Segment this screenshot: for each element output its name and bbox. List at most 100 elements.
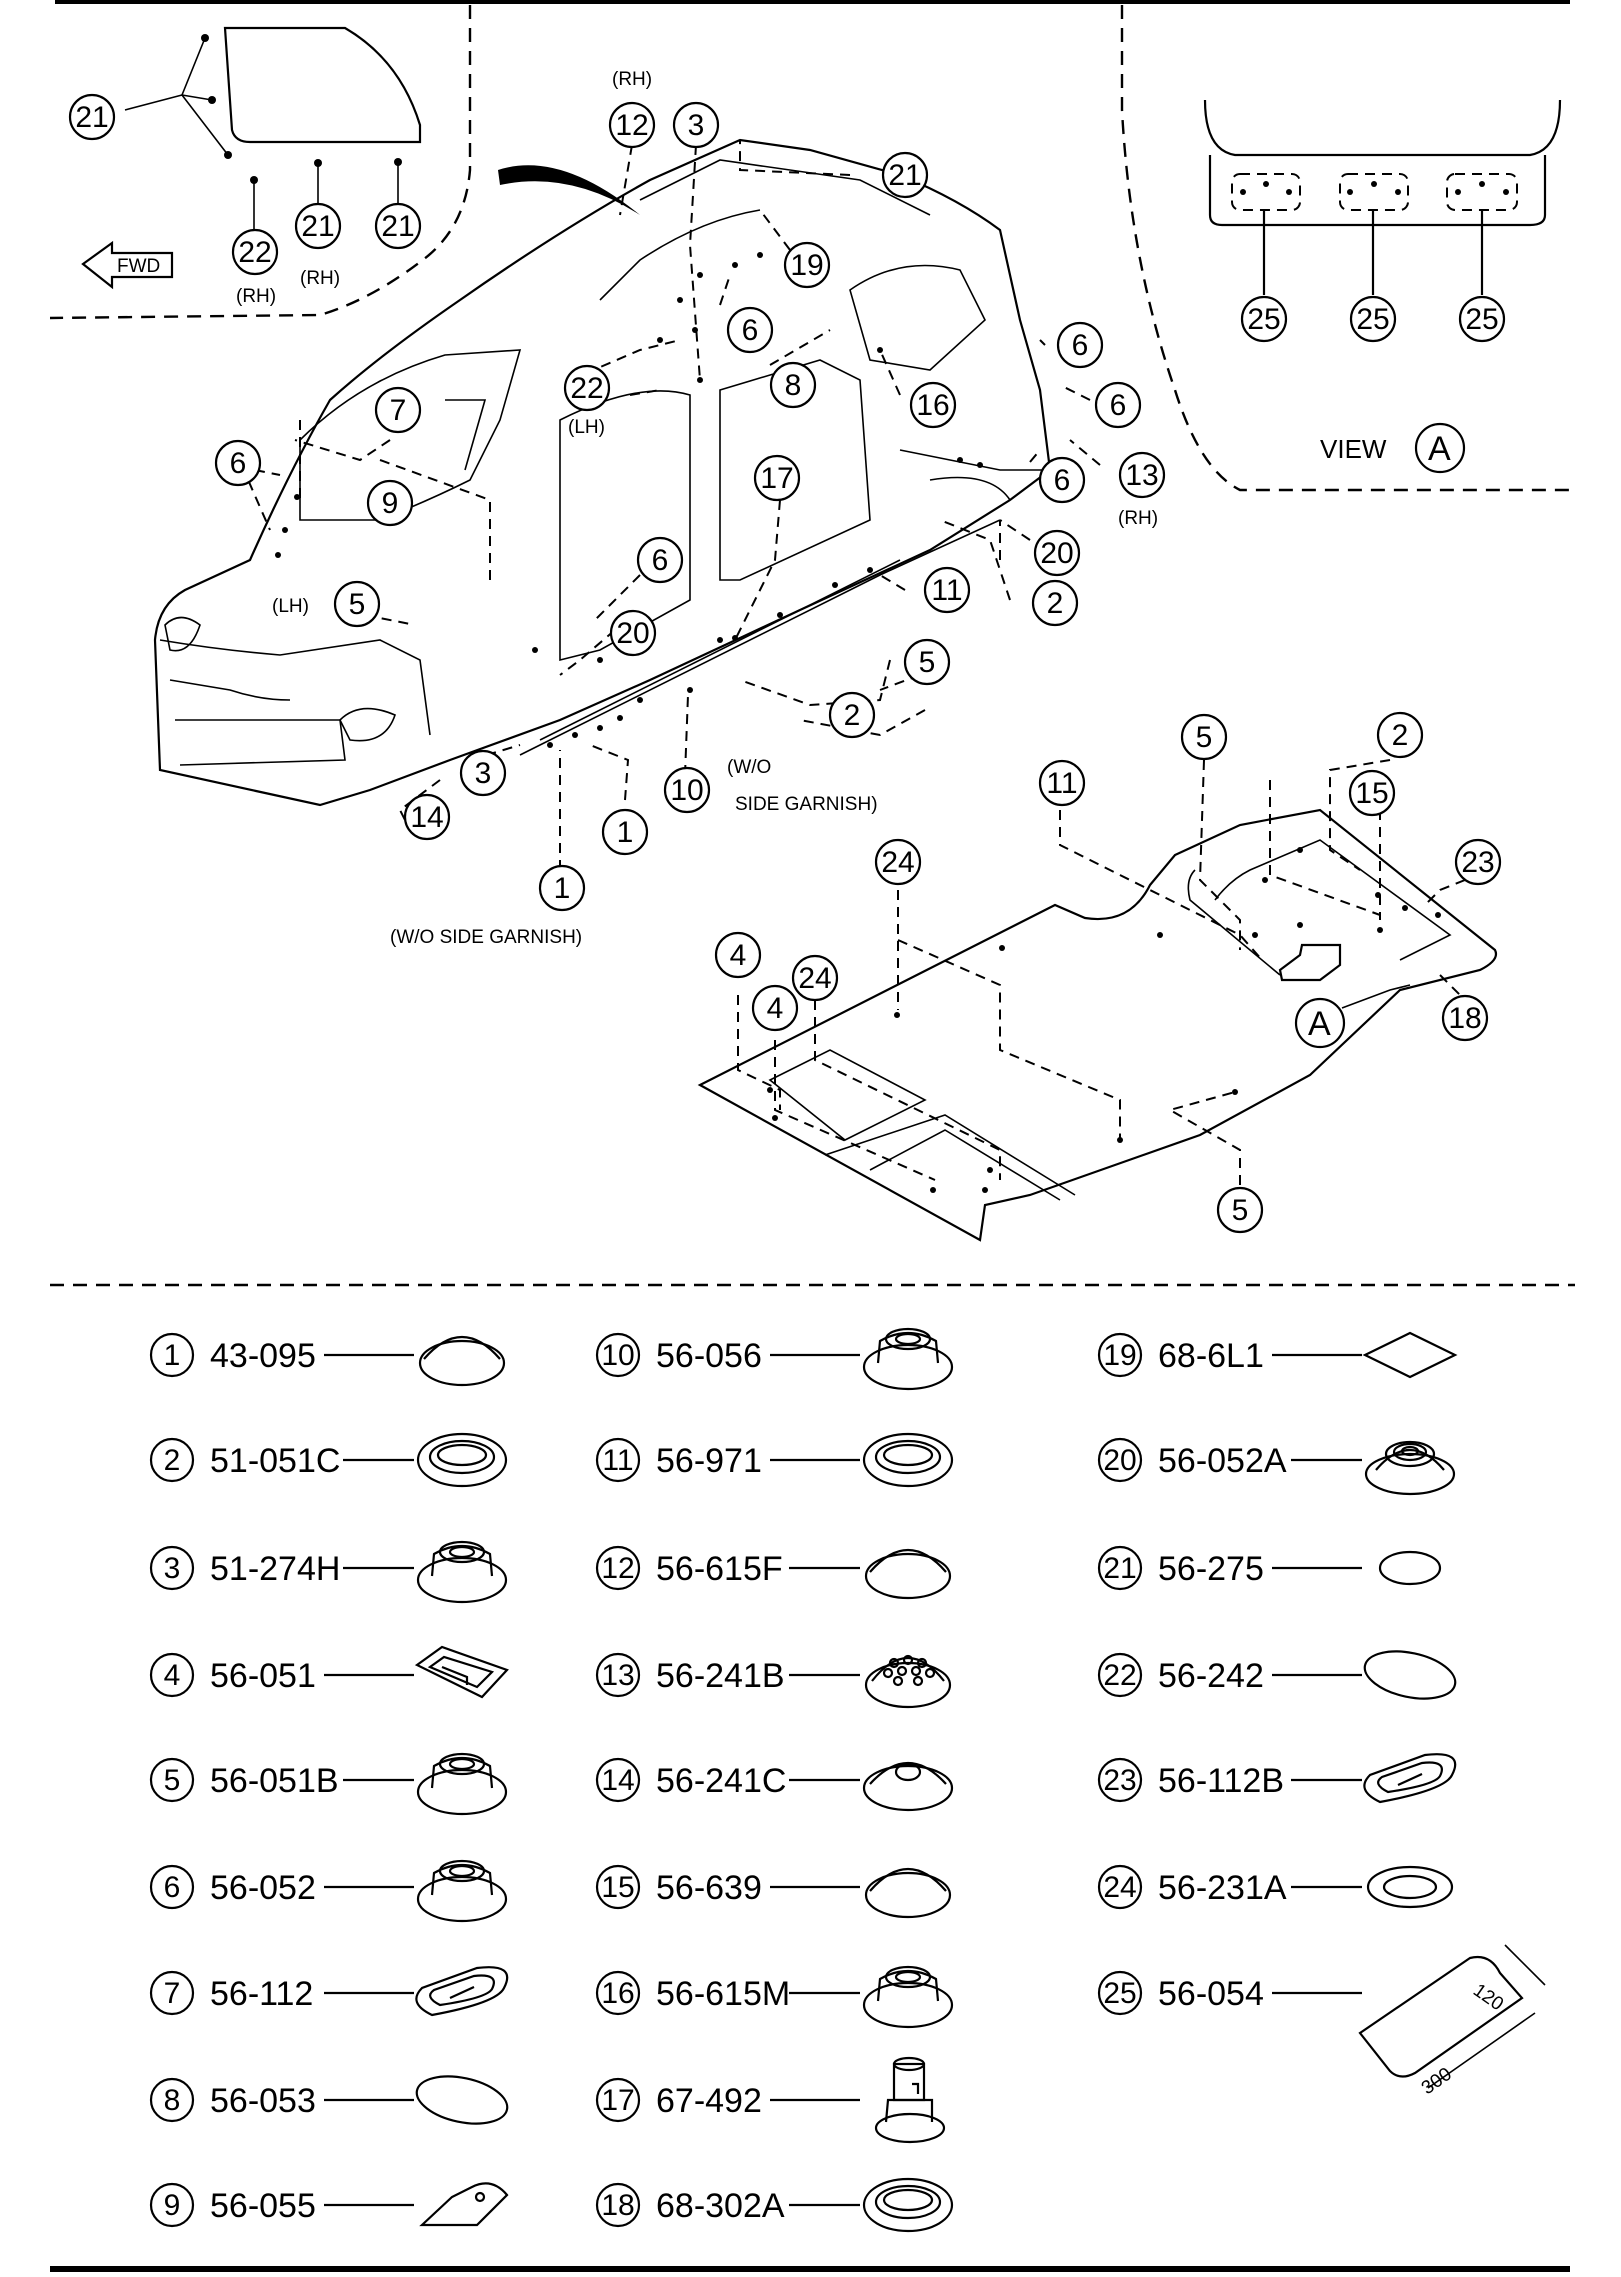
legend-number-circle	[595, 1332, 641, 1378]
callout-21: 21	[881, 151, 929, 199]
callout-number: 7	[390, 394, 407, 427]
tab-seal-icon	[419, 2182, 509, 2227]
callout-number: 1	[554, 872, 571, 905]
floor-leaders	[737, 759, 1466, 1185]
legend-number-circle	[595, 1545, 641, 1591]
callout-1: 1	[538, 864, 586, 912]
callout-number: 12	[615, 109, 648, 142]
callout-circle	[1180, 713, 1228, 761]
view-a-marker: A	[1308, 1005, 1331, 1043]
legend-number-circle	[1097, 1332, 1143, 1378]
legend-number: 4	[164, 1659, 181, 1692]
callout-circle	[601, 808, 649, 856]
legend-number: 6	[164, 1871, 181, 1904]
callout-number: 25	[1356, 303, 1389, 336]
callout-number: 6	[1054, 464, 1071, 497]
part-code: 56-615M	[656, 1975, 790, 2013]
legend-number: 23	[1103, 1764, 1136, 1797]
callout-circle	[563, 364, 611, 412]
inset-boundary-top-left	[49, 5, 472, 320]
callout-10: 10	[663, 766, 711, 814]
legend-number: 3	[164, 1552, 181, 1585]
pointer-arrow-icon	[498, 165, 640, 215]
callout-number: 25	[1247, 303, 1280, 336]
callout-7: 7	[374, 386, 422, 434]
headlight-right	[339, 707, 396, 742]
callout-number: 20	[616, 617, 649, 650]
callout-22: 22	[563, 364, 611, 412]
legend-number: 25	[1103, 1977, 1136, 2010]
legend-number: 1	[164, 1339, 181, 1372]
legend-number: 19	[1103, 1339, 1136, 1372]
part-code: 56-052	[210, 1869, 316, 1907]
callout-number: 15	[1355, 777, 1388, 810]
callout-5: 5	[333, 580, 381, 628]
legend-number: 10	[601, 1339, 634, 1372]
legend-number-circle	[149, 1970, 195, 2016]
callout-circle	[608, 101, 656, 149]
callout-12: 12	[608, 101, 656, 149]
view-label: VIEW	[1320, 434, 1387, 464]
svg-text:(RH): (RH)	[1118, 508, 1158, 529]
callout-circle	[609, 609, 657, 657]
stepped-grommet-icon	[862, 1327, 954, 1391]
legend-number: 2	[164, 1444, 181, 1477]
part-code: 68-302A	[656, 2187, 785, 2225]
tape-pad-icon	[1358, 1944, 1546, 2089]
part-code: 56-055	[210, 2187, 316, 2225]
rectangular-plug-icon	[414, 1645, 509, 1699]
part-code: 56-241C	[656, 1762, 786, 1800]
callout-number: 13	[1125, 459, 1158, 492]
callout-number: 20	[1040, 537, 1073, 570]
callout-number: 6	[652, 544, 669, 577]
top-border	[55, 0, 1570, 4]
callout-number: 6	[1110, 389, 1127, 422]
callout-18: 18	[1441, 994, 1489, 1042]
callout-6: 6	[1094, 381, 1142, 429]
legend-number: 8	[164, 2084, 181, 2117]
callout-24: 24	[874, 838, 922, 886]
legend-number-circle	[149, 1864, 195, 1910]
callout-3: 3	[672, 101, 720, 149]
callout-number: 1	[617, 816, 634, 849]
inset-boundary-view-a	[1120, 5, 1575, 492]
legend-number-circle	[149, 2077, 195, 2123]
callout-8: 8	[769, 361, 817, 409]
legend-number-circle	[595, 1437, 641, 1483]
legend-number: 7	[164, 1977, 181, 2010]
part-code: 56-052A	[1158, 1442, 1287, 1480]
callout-3: 3	[459, 749, 507, 797]
legend-number: 17	[601, 2084, 634, 2117]
headlight-left	[164, 616, 201, 652]
callout-number: 19	[790, 249, 823, 282]
callout-circle	[769, 361, 817, 409]
center-hole-plug-icon	[862, 1762, 954, 1812]
svg-text:(LH): (LH)	[272, 596, 309, 617]
callout-number: 5	[1232, 1194, 1249, 1227]
callout-22: 22	[231, 228, 279, 276]
stepped-grommet-icon	[862, 1965, 954, 2029]
oval-grommet-icon	[1363, 1753, 1457, 1804]
callout-25: 25	[1458, 295, 1506, 343]
callout-circle	[672, 101, 720, 149]
callout-number: 24	[881, 846, 914, 879]
callout-23: 23	[1454, 838, 1502, 886]
callout-2: 2	[1376, 711, 1424, 759]
part-code: 56-051B	[210, 1762, 339, 1800]
legend-number-circle	[149, 1757, 195, 1803]
legend-number: 20	[1103, 1444, 1136, 1477]
